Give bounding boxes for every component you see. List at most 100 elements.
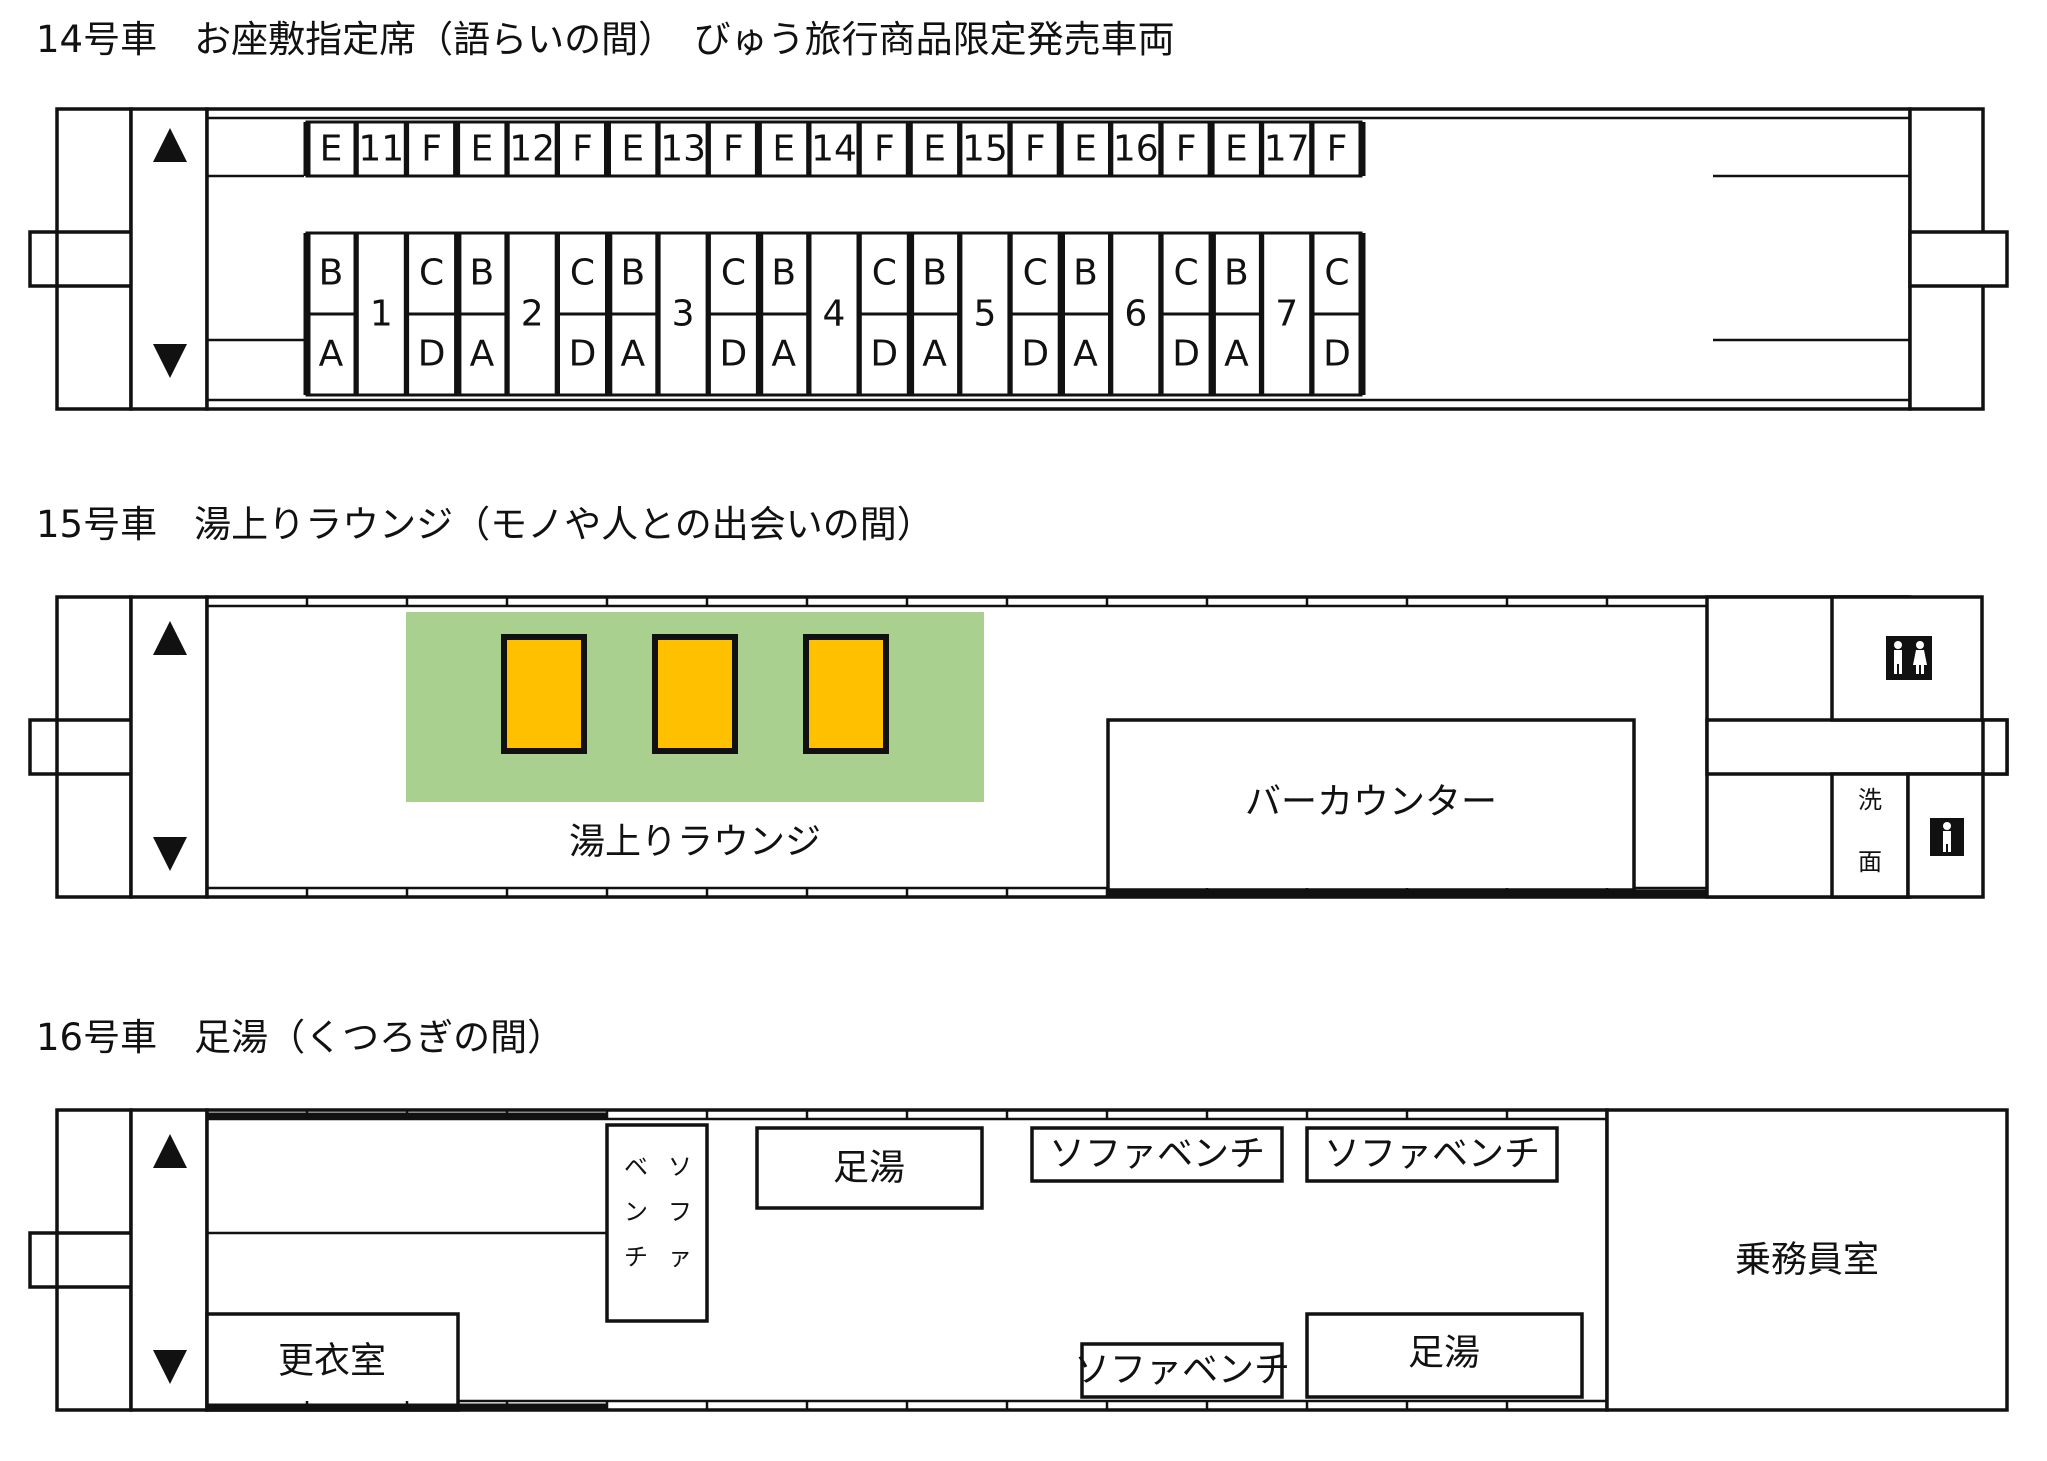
upper-seat-17 bbox=[1261, 120, 1313, 178]
seat-label: C bbox=[721, 253, 746, 294]
table-6 bbox=[1110, 231, 1162, 397]
seat-label: B bbox=[1224, 253, 1249, 294]
seat-label: C bbox=[1324, 253, 1349, 294]
upper-seat-label: F bbox=[1327, 129, 1348, 170]
upper-seat-F bbox=[1160, 120, 1212, 178]
upper-seat-label: F bbox=[572, 129, 593, 170]
seat-label: D bbox=[1021, 334, 1049, 375]
car16-ticks bbox=[305, 1110, 1509, 1410]
upper-seat-label: 16 bbox=[1113, 129, 1159, 170]
up-arrow-icon bbox=[153, 621, 187, 655]
vsofa-n: ン bbox=[624, 1198, 648, 1226]
foot-bath-label-1: 足湯 bbox=[833, 1148, 905, 1189]
car16: ベ ン チ ソ フ ァ 更衣室 足湯 ソファベンチ ソファベンチ ソファベンチ … bbox=[28, 1108, 2009, 1412]
upper-seat-E bbox=[305, 120, 357, 178]
car14-title: 14号車 お座敷指定席（語らいの間） びゅう旅行商品限定発売車両 bbox=[36, 18, 1175, 61]
seat-label: A bbox=[620, 334, 645, 375]
car16-title: 16号車 足湯（くつろぎの間） bbox=[36, 1016, 565, 1059]
upper-seat-label: F bbox=[421, 129, 442, 170]
seat-label: D bbox=[569, 334, 597, 375]
sofa-bench-1 bbox=[1030, 1126, 1284, 1183]
seat-label: D bbox=[418, 334, 446, 375]
upper-seat-label: E bbox=[1074, 129, 1097, 170]
seat-label: B bbox=[470, 253, 495, 294]
seat-label: B bbox=[771, 253, 796, 294]
sofa-bench-label-2: ソファベンチ bbox=[1324, 1134, 1540, 1175]
upper-seat-E bbox=[758, 120, 810, 178]
seat-B bbox=[1060, 231, 1111, 316]
upper-seat-label: 11 bbox=[358, 129, 404, 170]
upper-seat-14 bbox=[808, 120, 860, 178]
seat-label: A bbox=[319, 334, 344, 375]
dressing-room-label: 更衣室 bbox=[278, 1341, 386, 1382]
seat-label: D bbox=[870, 334, 898, 375]
upper-seat-F bbox=[1009, 120, 1061, 178]
table-label: 7 bbox=[1275, 294, 1298, 335]
seat-C bbox=[707, 231, 759, 316]
seat-A bbox=[1210, 312, 1262, 397]
vsofa-be: ベ bbox=[624, 1153, 648, 1181]
table-label: 3 bbox=[672, 294, 695, 335]
upper-seat-label: 15 bbox=[962, 129, 1008, 170]
upper-seat-label: 12 bbox=[509, 129, 555, 170]
seat-label: B bbox=[922, 253, 947, 294]
vsofa-chi: チ bbox=[624, 1243, 648, 1271]
down-arrow-icon bbox=[153, 837, 187, 871]
upper-seat-label: E bbox=[471, 129, 494, 170]
seat-C bbox=[858, 231, 910, 316]
car15: 湯上りラウンジ バーカウンター 洗 面 bbox=[28, 595, 2009, 899]
seat-label: D bbox=[720, 334, 748, 375]
lounge-seat-2 bbox=[652, 634, 738, 754]
upper-seat-16 bbox=[1110, 120, 1162, 178]
lounge-label: 湯上りラウンジ bbox=[569, 822, 821, 863]
seat-label: D bbox=[1323, 334, 1351, 375]
seat-label: C bbox=[570, 253, 595, 294]
lounge-seat-1 bbox=[501, 634, 587, 754]
seat-label: B bbox=[1073, 253, 1098, 294]
seat-label: C bbox=[1174, 253, 1199, 294]
restroom-icon bbox=[1886, 636, 1932, 680]
upper-seat-label: F bbox=[874, 129, 895, 170]
upper-seat-label: E bbox=[1225, 129, 1248, 170]
vertical-sofa-bench bbox=[605, 1123, 709, 1323]
sofa-bench-2 bbox=[1305, 1126, 1559, 1183]
upper-seat-label: E bbox=[621, 129, 644, 170]
seat-A bbox=[758, 312, 810, 397]
dressing-room bbox=[205, 1312, 460, 1412]
seat-A bbox=[909, 312, 961, 397]
seat-label: A bbox=[470, 334, 495, 375]
upper-seat-label: F bbox=[723, 129, 744, 170]
vsofa-fu: フ bbox=[668, 1198, 692, 1226]
car16-left-end bbox=[28, 1108, 133, 1412]
foot-bath-1 bbox=[755, 1126, 984, 1210]
upper-seat-11 bbox=[355, 120, 407, 178]
foot-bath-label-2: 足湯 bbox=[1408, 1333, 1480, 1374]
sofa-bench-3 bbox=[1080, 1342, 1284, 1399]
seat-label: C bbox=[872, 253, 897, 294]
car15-ticks bbox=[305, 597, 1609, 897]
seat-label: D bbox=[1172, 334, 1200, 375]
seat-C bbox=[1009, 231, 1061, 316]
upper-seat-label: F bbox=[1025, 129, 1046, 170]
upper-seat-F bbox=[707, 120, 759, 178]
car14-right-coupler bbox=[1908, 230, 2009, 288]
seat-label: A bbox=[1224, 334, 1249, 375]
table-1 bbox=[355, 231, 407, 397]
table-3 bbox=[657, 231, 709, 397]
seat-label: B bbox=[319, 253, 344, 294]
seat-A bbox=[1060, 312, 1111, 397]
table-label: 2 bbox=[521, 294, 544, 335]
upper-seat-label: 14 bbox=[811, 129, 857, 170]
up-arrow-icon bbox=[153, 128, 187, 162]
upper-seat-F bbox=[406, 120, 458, 178]
table-label: 6 bbox=[1124, 294, 1147, 335]
up-arrow-icon bbox=[153, 1134, 187, 1168]
bar-counter-label: バーカウンター bbox=[1245, 782, 1497, 823]
sofa-bench-label-1: ソファベンチ bbox=[1049, 1134, 1265, 1175]
upper-seat-E bbox=[1060, 120, 1111, 178]
table-label: 5 bbox=[973, 294, 996, 335]
seat-label: C bbox=[419, 253, 444, 294]
down-arrow-icon bbox=[153, 344, 187, 378]
